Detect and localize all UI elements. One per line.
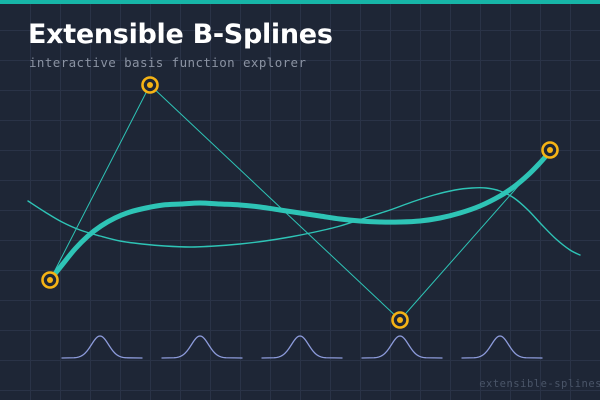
basis-function-curve [61, 335, 143, 359]
control-polygon [49, 84, 551, 321]
basis-function-curve [361, 335, 443, 359]
top-accent-bar [0, 0, 600, 4]
title-block: Extensible B-Splines interactive basis f… [28, 20, 333, 69]
watermark-label: extensible-splines [479, 378, 600, 390]
spline-curves [27, 147, 581, 283]
basis-function-curve [161, 335, 243, 359]
page-subtitle: interactive basis function explorer [29, 54, 307, 70]
control-point-handle[interactable] [141, 76, 159, 94]
basis-function-curves [61, 335, 543, 359]
control-point-handle[interactable] [541, 141, 559, 159]
control-point-core[interactable] [547, 147, 553, 153]
control-polygon-line [49, 84, 551, 321]
page-title: Extensible B-Splines [28, 19, 333, 50]
control-point-core[interactable] [397, 317, 403, 323]
spline-curve [47, 147, 553, 283]
control-point-handles[interactable] [41, 76, 559, 329]
control-point-handle[interactable] [391, 311, 409, 329]
basis-function-curve [261, 335, 343, 359]
spline-curve [27, 186, 581, 256]
basis-function-curve [461, 335, 543, 359]
control-point-core[interactable] [47, 277, 53, 283]
control-point-core[interactable] [147, 82, 153, 88]
control-point-handle[interactable] [41, 271, 59, 289]
